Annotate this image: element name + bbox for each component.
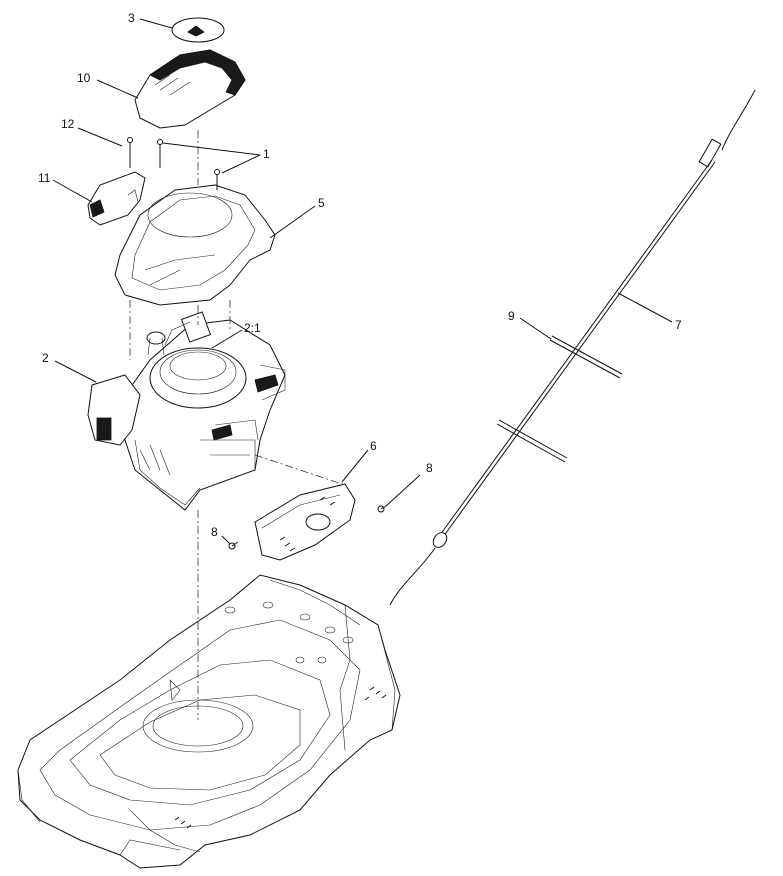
engine-assembly — [87, 311, 286, 511]
screws — [228, 505, 387, 550]
callout-2: 2 — [42, 351, 49, 365]
callout-6: 6 — [370, 439, 377, 453]
callout-labels: 3 10 12 1 11 5 2:1 2 9 7 6 8 8 — [38, 11, 682, 539]
callout-2-1: 2:1 — [244, 321, 261, 335]
assembly-centerlines — [129, 130, 346, 720]
engine-cover — [114, 184, 276, 306]
callout-10: 10 — [77, 71, 91, 85]
mower-deck — [17, 574, 401, 869]
callout-9: 9 — [508, 309, 515, 323]
muffler-shield — [254, 483, 356, 561]
callout-7: 7 — [675, 318, 682, 332]
control-cable — [389, 89, 756, 606]
shroud-piece — [87, 171, 146, 226]
bolts — [127, 137, 220, 190]
handle-pins — [496, 335, 623, 463]
callout-8-right: 8 — [426, 461, 433, 475]
air-cleaner-cover — [134, 17, 246, 129]
callout-3: 3 — [128, 11, 135, 25]
callout-8-left: 8 — [211, 525, 218, 539]
callout-12: 12 — [61, 117, 75, 131]
callout-11: 11 — [38, 171, 51, 185]
leader-lines — [52, 18, 673, 545]
callout-5: 5 — [318, 196, 325, 210]
callout-1: 1 — [263, 147, 270, 161]
